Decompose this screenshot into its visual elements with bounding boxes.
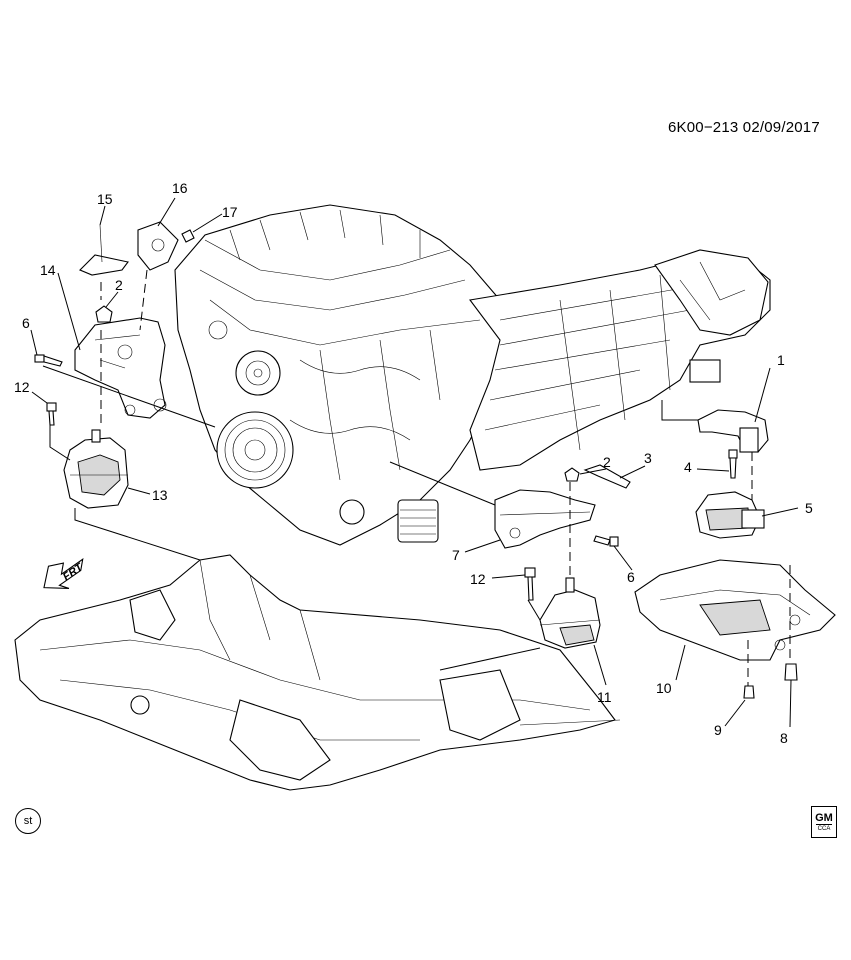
callout-2-left: 2 — [115, 277, 123, 293]
callout-12-left: 12 — [14, 379, 30, 395]
nut-2-center — [564, 467, 580, 482]
bolt-17 — [181, 229, 195, 243]
transmission-mount-bracket-1 — [697, 409, 769, 453]
callout-numbers: 15 16 17 14 2 6 12 13 1 2 3 4 5 7 6 12 1… — [14, 180, 813, 746]
bolt-4 — [728, 449, 738, 479]
gm-logo-brand: GM — [815, 811, 833, 824]
left-engine-mount-bracket-14 — [74, 317, 167, 419]
callout-17: 17 — [222, 204, 238, 220]
callout-11: 11 — [597, 689, 612, 705]
engine-mount-bracket-7 — [494, 489, 596, 549]
callout-9: 9 — [714, 722, 722, 738]
callout-12-center: 12 — [470, 571, 486, 587]
gm-logo-sub: CCA — [815, 823, 833, 832]
callout-13: 13 — [152, 487, 168, 503]
nut-2-left — [95, 305, 113, 323]
bolt-6-center — [593, 535, 619, 547]
callout-15: 15 — [97, 191, 113, 207]
transmission-mount-5 — [695, 491, 765, 539]
callout-6-left: 6 — [22, 315, 30, 331]
bolt-6-left — [34, 354, 63, 367]
transmission-assembly — [469, 249, 771, 471]
callout-7: 7 — [452, 547, 460, 563]
bolt-8 — [784, 663, 798, 681]
engine-mount-13 — [63, 429, 129, 509]
leader-lines — [30, 197, 799, 728]
callout-5: 5 — [805, 500, 813, 516]
crossmember-10 — [634, 559, 836, 661]
bracket-16 — [137, 221, 179, 271]
callout-8: 8 — [780, 730, 788, 746]
callout-4: 4 — [684, 459, 692, 475]
callout-3: 3 — [644, 450, 652, 466]
bolt-12-left — [46, 402, 57, 426]
callout-10: 10 — [656, 680, 672, 696]
callout-14: 14 — [40, 262, 56, 278]
subframe-cradle — [14, 554, 621, 791]
front-direction-arrow: FRT — [43, 558, 86, 589]
callout-6-center: 6 — [627, 569, 635, 585]
reference-code: 6K00−213 02/09/2017 — [668, 119, 820, 136]
bracket-15 — [79, 224, 129, 276]
engine-assembly — [174, 204, 506, 546]
gm-logo: GM CCA — [811, 806, 837, 838]
callout-16: 16 — [172, 180, 188, 196]
callout-1: 1 — [777, 352, 785, 368]
st-badge: st — [15, 808, 41, 834]
bolt-12-center — [524, 567, 536, 601]
callout-2-center: 2 — [603, 454, 611, 470]
bolt-9 — [743, 685, 755, 699]
engine-mount-11 — [539, 577, 601, 649]
